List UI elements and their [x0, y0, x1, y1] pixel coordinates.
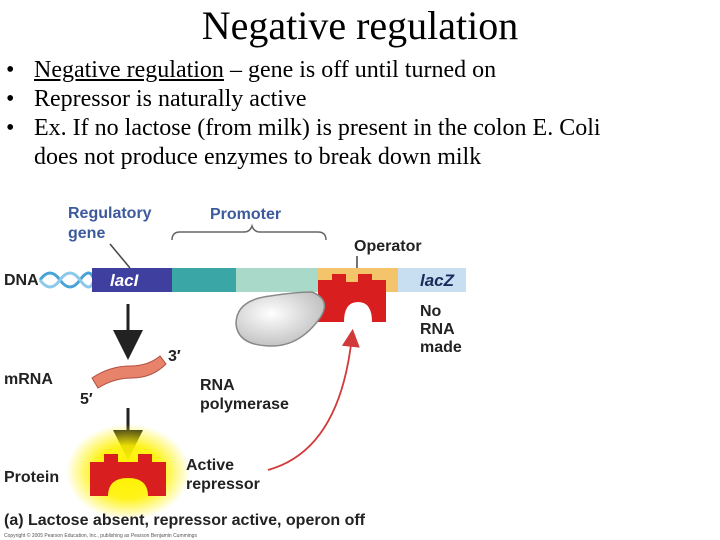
bullet-marker: •	[6, 115, 15, 141]
binding-arrow	[267, 328, 360, 471]
bullet-text: – gene is off until turned on	[223, 57, 497, 83]
protein-label: Protein	[4, 469, 59, 486]
rna-polymerase-label: polymerase	[200, 396, 289, 413]
promoter-teal-segment	[172, 268, 236, 292]
active-repressor-shape	[90, 454, 166, 496]
copyright-text: Copyright © 2005 Pearson Education, Inc.…	[4, 532, 197, 539]
bullet-item: • Ex. If no lactose (from milk) is prese…	[6, 114, 718, 172]
mrna-label: mRNA	[4, 371, 53, 388]
promoter-light-segment	[236, 268, 318, 292]
operator-label: Operator	[354, 238, 422, 255]
laci-label: lacI	[110, 271, 140, 290]
five-prime-label: 5′	[80, 391, 93, 408]
regulatory-gene-label: Regulatory	[68, 205, 152, 222]
promoter-bracket	[171, 223, 327, 241]
bullet-item: • Repressor is naturally active	[6, 85, 718, 114]
lacz-label: lacZ	[420, 271, 455, 290]
page-title: Negative regulation	[201, 3, 519, 48]
active-repressor-label: repressor	[186, 476, 260, 493]
mrna-strand	[91, 355, 167, 389]
regulatory-gene-label: gene	[68, 225, 105, 242]
bullet-item: • Negative regulation – gene is off unti…	[6, 56, 718, 85]
figure-caption: (a) Lactose absent, repressor active, op…	[4, 512, 366, 529]
bullet-list: • Negative regulation – gene is off unti…	[6, 56, 718, 172]
laci-gene	[92, 268, 172, 292]
no-rna-label: RNA	[420, 321, 455, 338]
bullet-text: Repressor is naturally active	[34, 86, 307, 112]
bullet-text: does not produce enzymes to break down m…	[34, 144, 482, 170]
promoter-label: Promoter	[210, 206, 281, 223]
regulatory-gene-pointer	[109, 243, 131, 269]
bullet-marker: •	[6, 57, 15, 83]
active-repressor-label: Active	[186, 457, 234, 474]
dna-label: DNA	[4, 272, 39, 289]
dna-helix	[38, 271, 96, 289]
no-rna-label: No	[420, 303, 442, 320]
bullet-text: Ex. If no lactose (from milk) is present…	[34, 115, 601, 141]
rna-polymerase-label: RNA	[200, 377, 235, 394]
bound-repressor	[318, 274, 386, 322]
no-rna-label: made	[420, 339, 462, 356]
lacz-gene	[398, 268, 466, 292]
rna-polymerase-shape	[235, 291, 326, 347]
lac-operon-diagram: Regulatory gene Promoter Operator DNA la…	[4, 205, 466, 539]
bullet-term: Negative regulation	[34, 57, 224, 83]
bullet-marker: •	[6, 86, 15, 112]
three-prime-label: 3′	[168, 348, 181, 365]
